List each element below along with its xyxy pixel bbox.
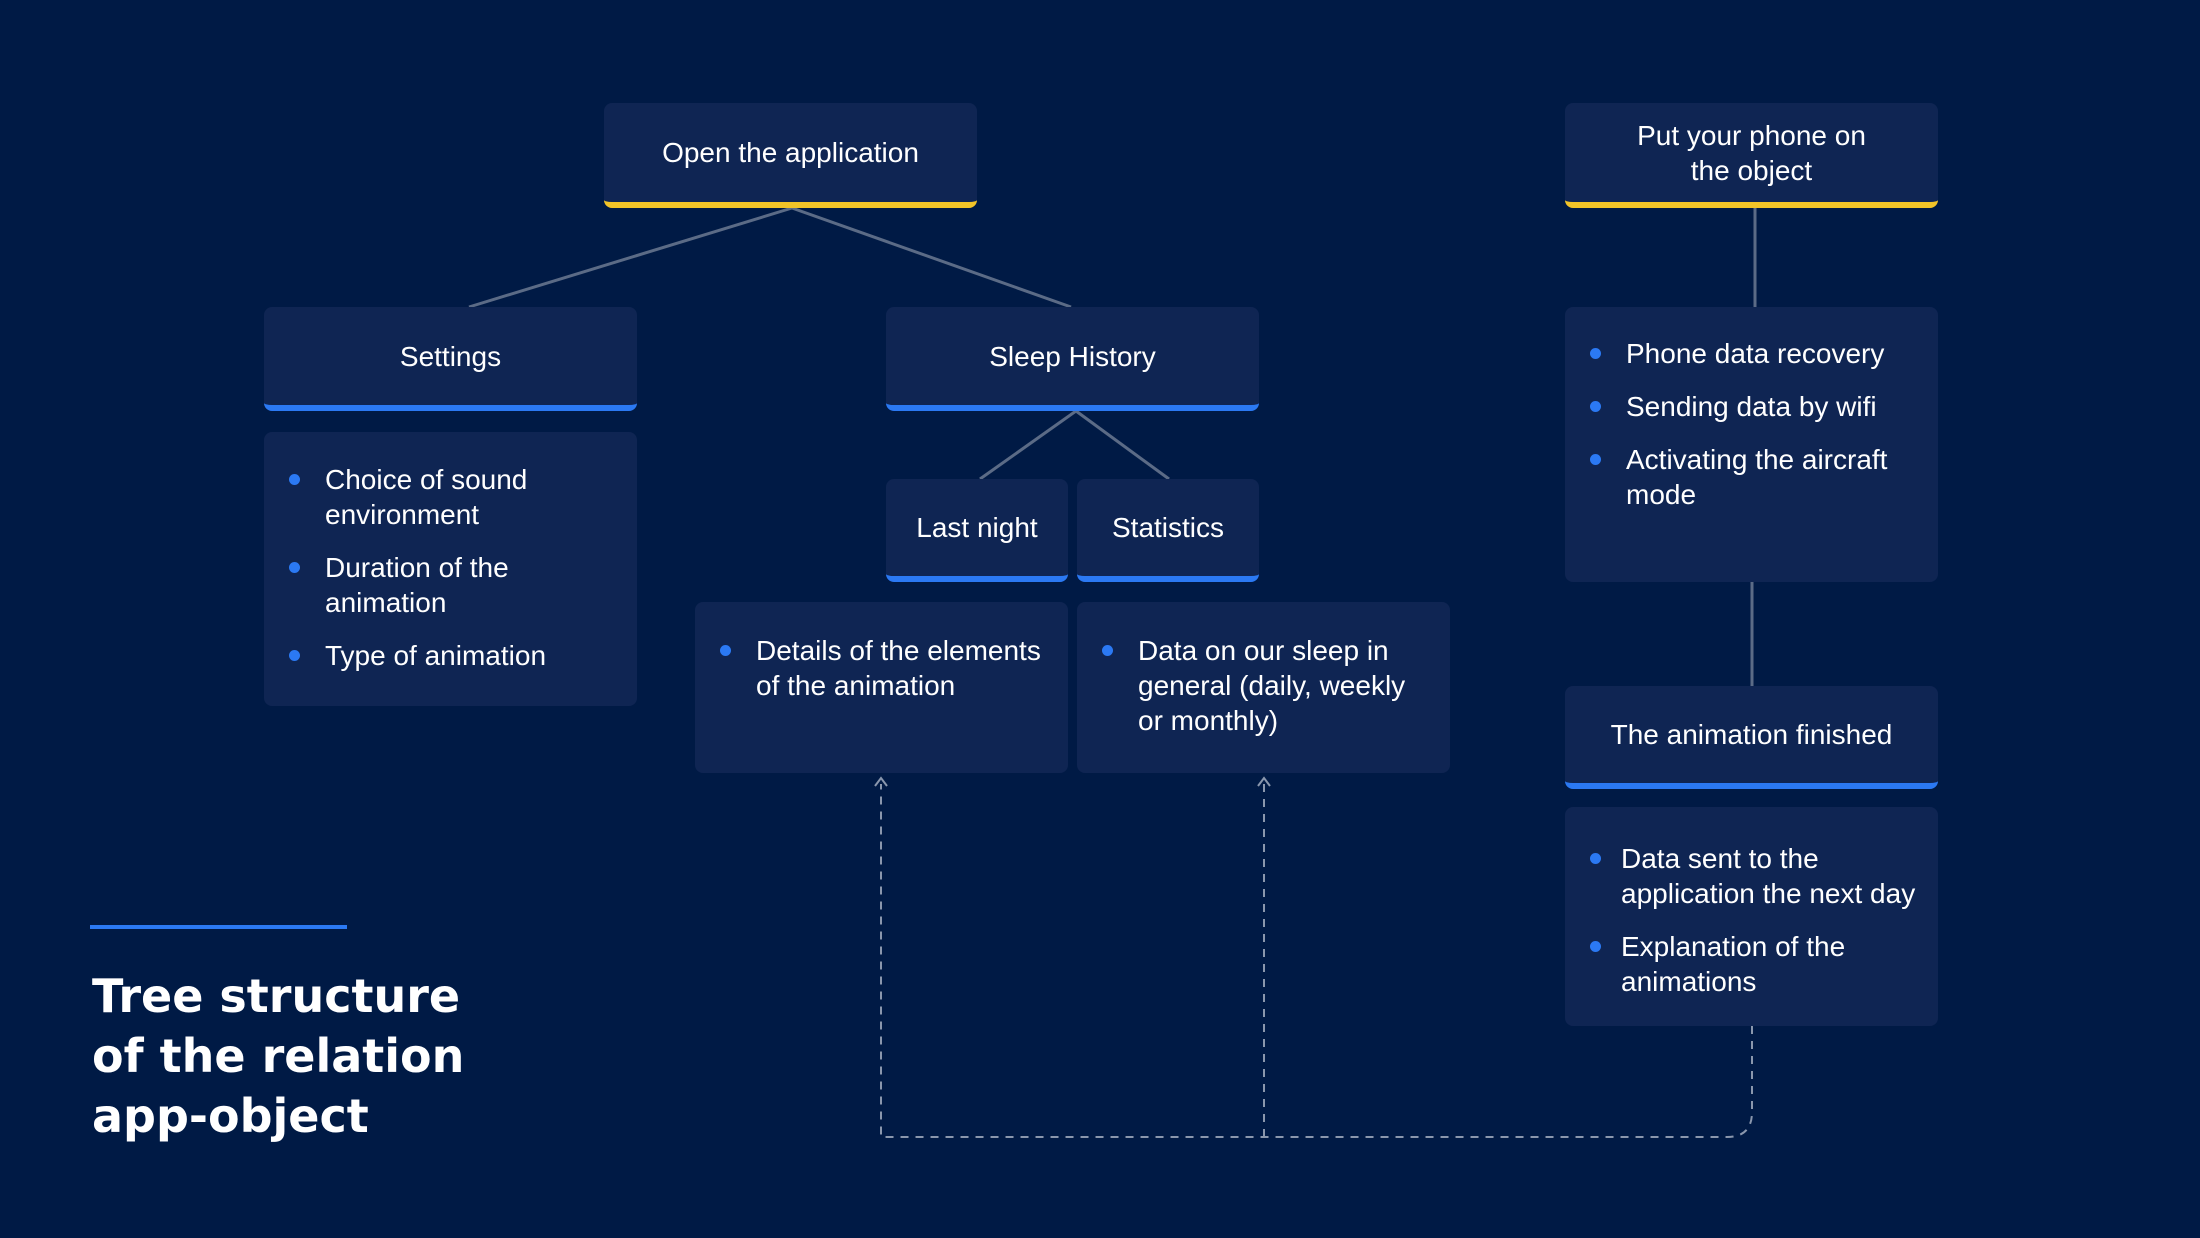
connector-open-sleep-history (791, 206, 1072, 309)
node-label: Open the application (662, 137, 919, 168)
list-last-night: Details of the elements of the animation (695, 602, 1068, 773)
title-line-1: Tree structure (92, 969, 461, 1023)
title-line-2: of the relation (92, 1029, 465, 1083)
connector-sleep-last-night (979, 409, 1077, 481)
feedback-dashed-path (880, 784, 1753, 1138)
node-label: Sleep History (989, 340, 1156, 372)
list-item: Details of the elements of the animation (695, 633, 1043, 703)
list-statistics: Data on our sleep in general (daily, wee… (1077, 602, 1450, 773)
list-item: Data on our sleep in general (daily, wee… (1077, 633, 1425, 738)
node-label: Settings (399, 340, 502, 372)
list-item: Duration of the animation (264, 550, 617, 620)
title-line-3: app-object (92, 1089, 369, 1143)
node-label: Put your phone on the object (1637, 119, 1866, 186)
node-last-night: Last night (886, 479, 1068, 582)
list-item: Type of animation (264, 638, 617, 673)
node-animation-finished: The animation finished (1565, 686, 1938, 789)
list-item: Data sent to the application the next da… (1565, 841, 1924, 911)
list-animation-finished: Data sent to the application the next da… (1565, 807, 1938, 1026)
list-item: Sending data by wifi (1565, 389, 1918, 424)
list-phone: Phone data recovery Sending data by wifi… (1565, 307, 1938, 582)
node-label: The animation finished (1610, 719, 1893, 750)
list-item: Activating the aircraft mode (1565, 442, 1918, 512)
connector-sleep-statistics (1075, 409, 1170, 481)
node-label: Last night (916, 512, 1038, 543)
connector-open-settings (468, 206, 793, 309)
title-rule (90, 925, 347, 929)
list-item: Phone data recovery (1565, 336, 1918, 371)
diagram-title: Tree structure of the relation app-objec… (92, 966, 612, 1146)
node-put-phone: Put your phone on the object (1565, 103, 1938, 208)
node-statistics: Statistics (1077, 479, 1259, 582)
arrow-head-last-night (874, 776, 888, 787)
node-open-application: Open the application (604, 103, 977, 208)
list-settings: Choice of sound environment Duration of … (264, 432, 637, 706)
node-sleep-history: Sleep History (886, 307, 1259, 411)
node-settings: Settings (264, 307, 637, 411)
node-label: Statistics (1111, 512, 1225, 543)
list-item: Choice of sound environment (264, 462, 617, 532)
arrow-head-statistics (1257, 776, 1271, 787)
list-item: Explanation of the animations (1565, 929, 1924, 999)
